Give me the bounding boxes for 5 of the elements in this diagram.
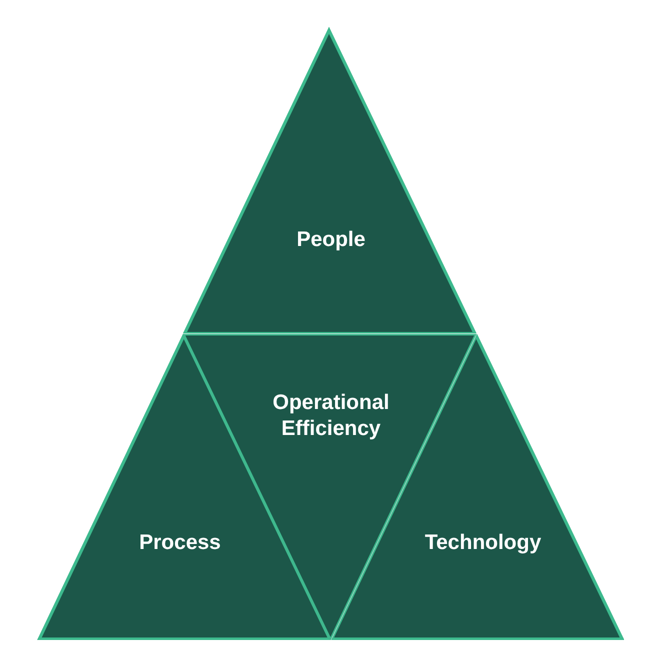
segment-label: People xyxy=(296,227,366,253)
segment-label: Technology xyxy=(424,530,542,556)
triangle-segment xyxy=(183,27,476,334)
segment-label: Operational Efficiency xyxy=(272,390,390,442)
segment-label: Process xyxy=(139,530,221,556)
